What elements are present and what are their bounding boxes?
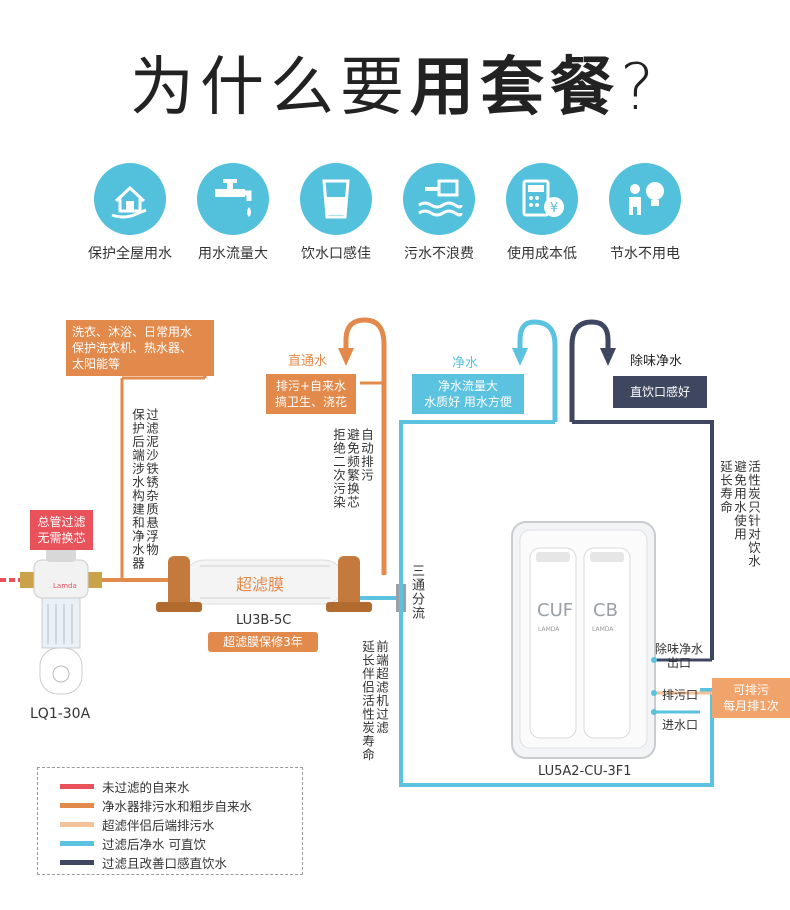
legend: 未过滤的自来水 净水器排污水和粗步自来水 超滤伴侣后端排污水 过滤后净水 可直饮… (37, 767, 303, 875)
prefilter-brand: Lamda (53, 582, 77, 590)
pure-water-tag: 净水流量大 水质好 用水方便 (412, 374, 524, 414)
tag-line: 排污+自来水 (275, 379, 347, 393)
legend-label: 未过滤的自来水 (102, 779, 190, 795)
uf-model: LU3B-5C (236, 613, 292, 628)
house-hand-icon (94, 163, 166, 235)
pure-water-label: 净水 (452, 356, 479, 371)
uf-membrane-label: 超滤膜 (236, 575, 285, 594)
feature-label: 污水不浪费 (404, 246, 474, 262)
drain-outlet-label: 排污口 (662, 688, 699, 702)
person-lightbulb-icon (609, 163, 681, 235)
vertical-line: 活性炭只针对饮水 (746, 460, 761, 568)
water-waves-icon (403, 163, 475, 235)
deodorized-label: 除味净水 (630, 354, 683, 369)
drain-tag: 排污+自来水 搞卫生、浇花 (266, 374, 356, 414)
household-use-tag: 洗衣、沐浴、日常用水 保护洗衣机、热水器、 太阳能等 (66, 320, 214, 376)
tee-label: 三通分流 (409, 564, 424, 620)
vertical-line: 过滤泥沙铁锈杂质悬浮物 (144, 408, 159, 557)
legend-item: 未过滤的自来水 (60, 778, 190, 795)
tag-line: 可排污 (732, 683, 769, 697)
tag-line: 太阳能等 (72, 357, 121, 371)
cartridge-brand: LAMDA (592, 626, 614, 633)
feature-taste: 饮水口感佳 (281, 163, 391, 263)
outlet-label: 除味净水 出口 (655, 642, 703, 670)
feature-protect-house: 保护全屋用水 (75, 163, 185, 263)
direct-water-label: 直通水 (288, 354, 328, 369)
vertical-line: 延长伴侣活性炭寿命 (360, 640, 375, 762)
inlet-label: 进水口 (662, 718, 699, 732)
svg-text:¥: ¥ (550, 201, 558, 216)
vertical-line: 避免频繁换芯 (345, 428, 360, 509)
title-question-mark: ? (620, 51, 660, 125)
legend-label: 过滤且改善口感直饮水 (102, 855, 228, 871)
tag-line: 总管过滤 (37, 515, 86, 529)
uf-warranty-badge: 超滤膜保修3年 (208, 632, 318, 652)
prefilter-unit (20, 544, 102, 695)
prefilter-tag: 总管过滤 无需换芯 (30, 510, 93, 550)
dischargeable-tag: 可排污 每月排1次 (712, 678, 790, 718)
pure-water-pipe (399, 420, 555, 598)
carbon-benefit-text: 活性炭只针对饮水 避免用水使用 延长寿命 (718, 460, 761, 580)
vertical-line: 延长寿命 (718, 460, 733, 514)
deodorized-tag: 直饮口感好 (613, 376, 707, 408)
tag-line: 保护洗衣机、热水器、 (72, 341, 193, 355)
faucet-icon (197, 163, 269, 235)
label-line: 除味净水 (655, 642, 704, 656)
legend-label: 超滤伴侣后端排污水 (102, 817, 215, 833)
feature-label: 保护全屋用水 (88, 246, 172, 262)
tag-line: 每月排1次 (723, 699, 779, 713)
feature-label: 用水流量大 (198, 246, 268, 262)
tag-line: 洗衣、沐浴、日常用水 (72, 325, 193, 339)
legend-item: 过滤后净水 可直饮 (60, 835, 206, 852)
tag-line: 水质好 用水方便 (424, 395, 512, 409)
tag-line: 净水流量大 (437, 379, 498, 393)
legend-swatch (60, 802, 94, 808)
feature-label: 饮水口感佳 (301, 246, 371, 262)
calculator-coin-icon: ¥ (506, 163, 578, 235)
tag-line: 搞卫生、浇花 (274, 395, 347, 409)
tag-line: 无需换芯 (37, 531, 86, 545)
page-title: 为什么要用套餐? (0, 56, 790, 120)
purifier-model: LU5A2-CU-3F1 (538, 764, 632, 779)
feature-flow-rate: 用水流量大 (178, 163, 288, 263)
legend-label: 过滤后净水 可直饮 (102, 836, 206, 852)
feature-no-power: 节水不用电 (590, 163, 700, 263)
legend-swatch (60, 821, 94, 827)
auto-drain-text: 自动排污 避免频繁换芯 拒绝二次污染 (331, 428, 374, 528)
cartridge-cuf-label: CUF (537, 600, 574, 621)
legend-swatch (60, 783, 94, 789)
feature-label: 使用成本低 (507, 246, 577, 262)
cartridge-brand: LAMDA (538, 626, 560, 633)
prefilter-model: LQ1-30A (30, 706, 91, 722)
water-glass-icon (300, 163, 372, 235)
feature-low-cost: ¥ 使用成本低 (487, 163, 597, 263)
uf-membrane-unit (156, 556, 372, 612)
vertical-line: 自动排污 (359, 428, 374, 482)
prefilter-benefit-text: 过滤泥沙铁锈杂质悬浮物 保护后端涉水构建和净水器 (130, 408, 159, 578)
vertical-line: 拒绝二次污染 (331, 428, 346, 509)
feature-no-waste: 污水不浪费 (384, 163, 494, 263)
title-light-part: 为什么要 (130, 51, 411, 125)
legend-item: 超滤伴侣后端排污水 (60, 816, 215, 833)
legend-label: 净水器排污水和粗步自来水 (102, 798, 253, 814)
label-line: 出口 (667, 656, 692, 670)
legend-item: 过滤且改善口感直饮水 (60, 854, 228, 871)
legend-swatch (60, 859, 94, 865)
vertical-line: 避免用水使用 (732, 460, 747, 541)
legend-swatch (60, 840, 94, 846)
vertical-line: 保护后端涉水构建和净水器 (130, 408, 145, 570)
vertical-line: 前端超滤机过滤 (374, 640, 389, 735)
title-bold-part: 用套餐 (410, 51, 621, 125)
feature-label: 节水不用电 (610, 246, 680, 262)
direct-water-pipe (343, 317, 387, 575)
cartridge-cb-label: CB (593, 600, 618, 621)
front-uf-text: 前端超滤机过滤 延长伴侣活性炭寿命 (360, 640, 389, 770)
deodorized-water-pipe (572, 420, 714, 660)
purifier-unit (511, 521, 657, 759)
legend-item: 净水器排污水和粗步自来水 (60, 797, 253, 814)
